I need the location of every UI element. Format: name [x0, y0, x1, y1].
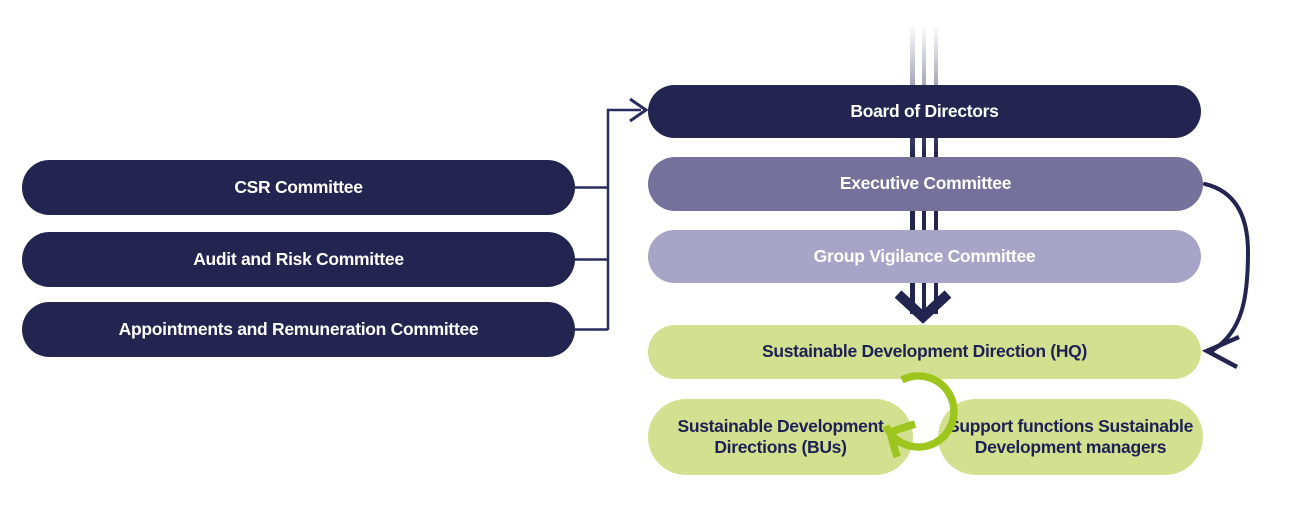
group-vigilance-committee-box: Group Vigilance Committee: [648, 230, 1201, 283]
board-of-directors-box: Board of Directors: [648, 85, 1201, 138]
audit-risk-committee-label: Audit and Risk Committee: [193, 248, 404, 269]
board-of-directors-label: Board of Directors: [850, 100, 999, 121]
support-functions-managers-box: Support functions Sustainable Developmen…: [938, 399, 1203, 475]
appointments-remuneration-committee-box: Appointments and Remuneration Committee: [22, 302, 575, 357]
appointments-remuneration-committee-label: Appointments and Remuneration Committee: [118, 318, 479, 339]
sustainable-development-directions-bus-box: Sustainable Development Directions (BUs): [648, 399, 913, 475]
audit-risk-committee-box: Audit and Risk Committee: [22, 232, 575, 287]
executive-committee-label: Executive Committee: [839, 173, 1012, 194]
csr-committee-label: CSR Committee: [234, 176, 363, 197]
sustainable-development-directions-bus-label: Sustainable Development Directions (BUs): [677, 415, 884, 457]
csr-committee-box: CSR Committee: [22, 160, 575, 215]
group-vigilance-committee-label: Group Vigilance Committee: [813, 245, 1036, 266]
support-functions-managers-label: Support functions Sustainable Developmen…: [947, 415, 1194, 457]
right-arrow-icon: [629, 97, 649, 123]
committees-bracket: [575, 108, 641, 331]
sustainable-development-direction-hq-label: Sustainable Development Direction (HQ): [761, 341, 1088, 362]
sustainable-development-direction-hq-box: Sustainable Development Direction (HQ): [648, 325, 1201, 379]
curved-arrow-icon: [1201, 182, 1251, 369]
executive-committee-box: Executive Committee: [648, 157, 1203, 211]
